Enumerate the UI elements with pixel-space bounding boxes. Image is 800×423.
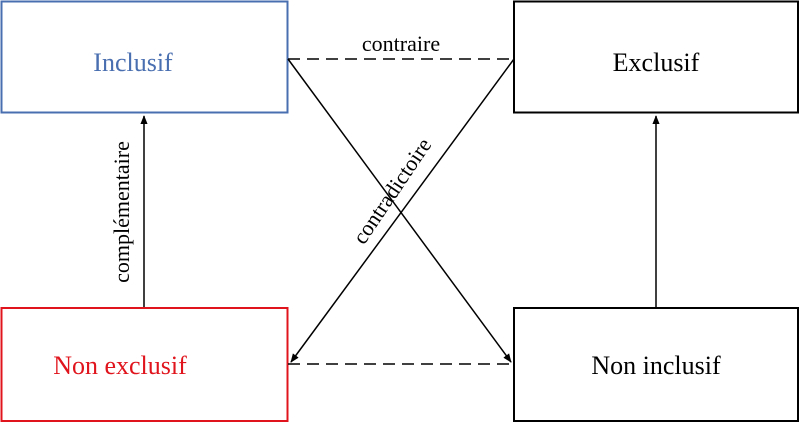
inclusif-box — [0, 0, 289, 114]
exclusif-box — [513, 0, 799, 114]
non-exclusif-label: Non exclusif — [53, 351, 187, 380]
contraire-label: contraire — [362, 31, 440, 56]
non-inclusif-box — [513, 307, 799, 422]
exclusif-label: Exclusif — [613, 48, 700, 77]
complementaire-label: complémentaire — [109, 141, 134, 283]
non-exclusif-box — [0, 307, 289, 422]
contradictoire-edge-exclusif-to-non-exclusif — [290, 58, 515, 363]
non-inclusif-label: Non inclusif — [591, 351, 721, 380]
inclusif-label: Inclusif — [93, 48, 173, 77]
contradictoire-label: contradictoire — [347, 133, 436, 248]
contradictoire-edge-inclusif-to-non-inclusif — [287, 58, 512, 363]
